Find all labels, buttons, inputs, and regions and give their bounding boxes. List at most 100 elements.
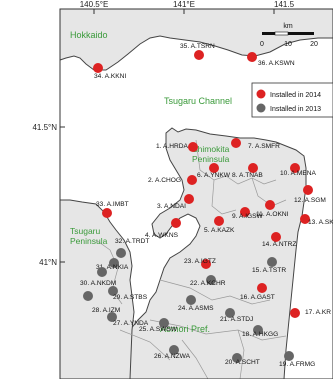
lat-tick: 41°N (39, 258, 57, 267)
scale-segment (262, 32, 275, 35)
station-label: 2. A.CHOG (148, 177, 181, 184)
region-tsugaru-channel: Tsugaru Channel (164, 96, 232, 106)
station-marker (108, 286, 118, 296)
station-label: 28. A.IZM (92, 307, 120, 314)
station-marker (159, 318, 169, 328)
region-hokkaido: Hokkaido (70, 30, 108, 40)
station-marker (240, 207, 250, 217)
station-marker (257, 283, 267, 293)
station-marker (248, 163, 258, 173)
station-label: 14. A.NTRZ (262, 241, 296, 248)
station-marker (290, 163, 300, 173)
legend-marker-2014 (256, 89, 266, 99)
station-marker (97, 267, 107, 277)
station-label: 32. A.TRDT (115, 238, 149, 245)
station-marker (247, 52, 257, 62)
station-marker (214, 216, 224, 226)
station-marker (186, 295, 196, 305)
station-label: 34. A.KKNI (94, 73, 126, 80)
lon-tick: 141.5 (274, 0, 295, 9)
region-aomori: Aomori Pref. (160, 324, 210, 334)
station-label: 24. A.ASMS (178, 305, 214, 312)
station-marker (300, 214, 310, 224)
station-label: 7. A.SMFR (248, 143, 280, 150)
station-label: 33. A.IMBT (96, 201, 129, 208)
station-marker (102, 208, 112, 218)
scale-segment (288, 32, 314, 35)
legend: Installed in 2014 Installed in 2013 (251, 82, 333, 118)
station-label: 8. A.TNAB (232, 172, 263, 179)
scale-tick: 10 (284, 41, 292, 48)
station-marker (83, 291, 93, 301)
shimokita-aomori-land (129, 127, 307, 379)
station-label: 9. A.IGSW (232, 213, 264, 220)
station-marker (232, 353, 242, 363)
map-frame (59, 8, 333, 379)
lon-tick: 141°E (173, 0, 195, 9)
station-label: 31. A.NKIA (96, 264, 129, 271)
station-marker (303, 185, 313, 195)
station-label: 22. A.KCHR (190, 280, 226, 287)
station-label: 36. A.KSWN (258, 60, 295, 67)
station-label: 18. A.HKGG (242, 331, 278, 338)
lat-tick: 41.5°N (32, 123, 57, 132)
station-marker (231, 138, 241, 148)
scale-unit: km (283, 23, 293, 30)
hokkaido-land (59, 8, 333, 71)
legend-box (251, 82, 333, 118)
station-label: 6. A.YNKW (197, 172, 231, 179)
station-marker (271, 232, 281, 242)
station-marker (169, 345, 179, 355)
station-marker (171, 218, 181, 228)
stations: 35. A.TSRN 36. A.KSWN 34. A.KKNI 1. A.HRDA 7… (80, 43, 333, 368)
station-marker (107, 312, 117, 322)
station-marker (290, 308, 300, 318)
station-label: 13. A.SK (308, 219, 333, 226)
station-marker (209, 163, 219, 173)
station-marker (201, 259, 211, 269)
station-label: 20. A.SCHT (225, 359, 260, 366)
station-marker (188, 142, 198, 152)
station-label: 26. A.NZWA (154, 353, 191, 360)
station-label: 12. A.SGM (294, 197, 326, 204)
station-marker (184, 194, 194, 204)
station-label: 11. A.OKNI (256, 211, 289, 218)
station-label: 30. A.NKDM (80, 280, 116, 287)
station-label: 5. A.KAZK (204, 227, 235, 234)
station-marker (93, 63, 103, 73)
scale-segment (274, 31, 289, 36)
station-label: 16. A.GAST (240, 294, 275, 301)
station-label: 27. A.YNDA (113, 320, 149, 327)
station-marker (194, 50, 204, 60)
scale-tick: 0 (260, 41, 264, 48)
scale-tick: 20 (310, 41, 318, 48)
station-marker (284, 351, 294, 361)
station-marker (109, 258, 119, 268)
station-label: 21. A.STDJ (220, 316, 253, 323)
station-label: 1. A.HRDA (156, 143, 188, 150)
station-marker (187, 175, 197, 185)
station-marker (267, 257, 277, 267)
scale-bar: km 0 10 20 (260, 23, 318, 48)
lon-tick: 140.5°E (80, 0, 109, 9)
frame-ticks (60, 9, 275, 263)
station-label: 35. A.TSRN (180, 43, 215, 50)
station-label: 15. A.TSTR (252, 267, 286, 274)
station-label: 23. A.IGTZ (184, 258, 216, 265)
station-marker (253, 325, 263, 335)
legend-marker-2013 (256, 103, 266, 113)
station-label: 29. A.STBS (113, 294, 148, 301)
station-marker (225, 308, 235, 318)
legend-label-2014: Installed in 2014 (270, 92, 321, 99)
station-marker (206, 275, 216, 285)
station-label: 17. A.KR (305, 309, 331, 316)
station-marker (265, 200, 275, 210)
station-marker (116, 248, 126, 258)
station-label: 25. A.SWSW (139, 326, 178, 333)
tsugaru-land (59, 199, 135, 379)
station-label: 4. A.WKNS (145, 232, 179, 239)
